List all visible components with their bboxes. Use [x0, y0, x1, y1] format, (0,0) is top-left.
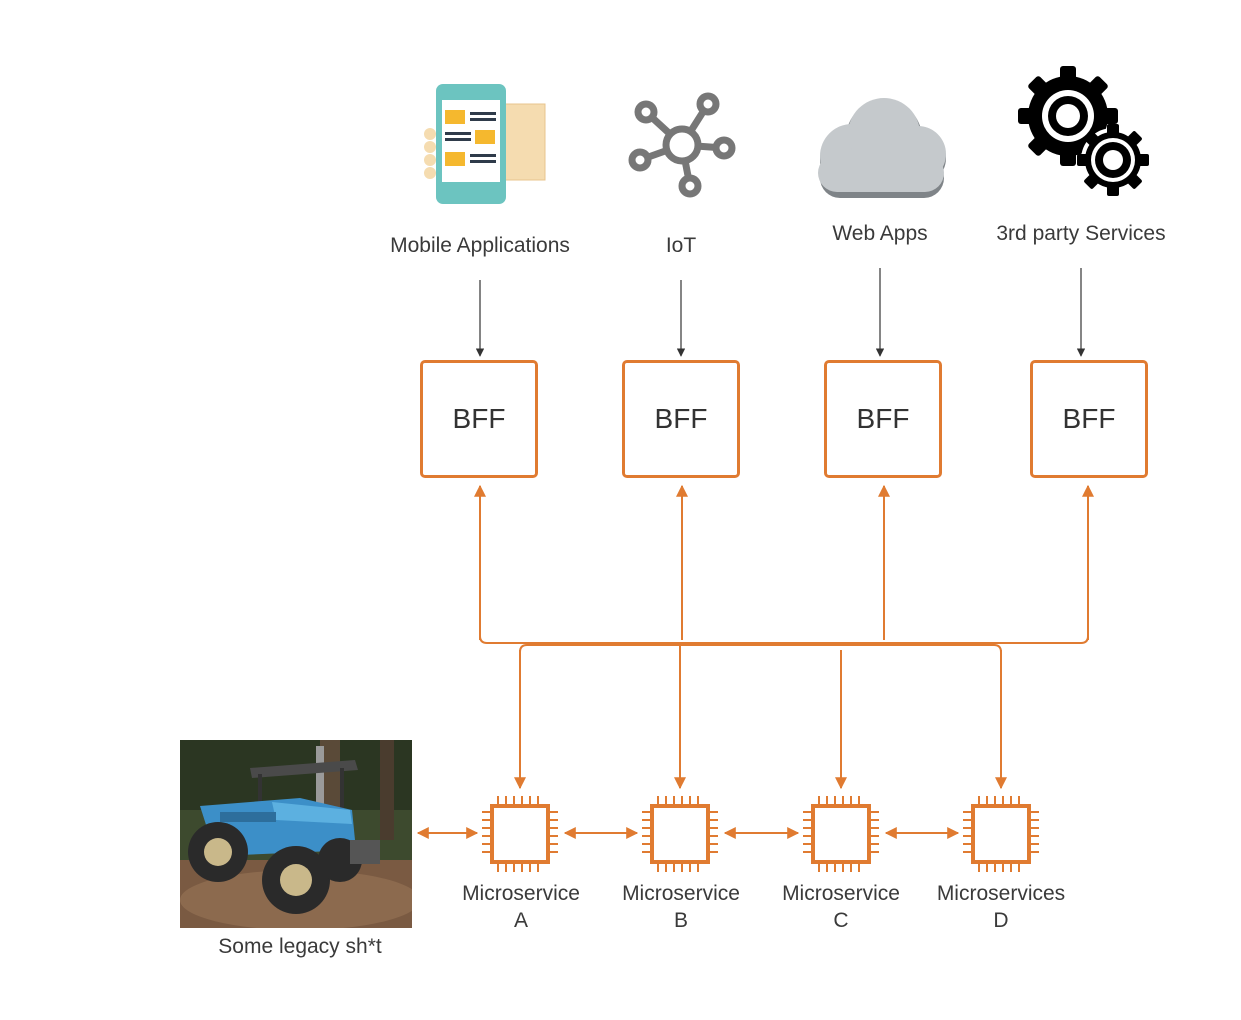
client-label-iot: IoT [665, 234, 697, 257]
bff-box-3rdparty: BFF [1030, 360, 1148, 478]
mobile-app-icon [424, 84, 546, 204]
microservice-d-name: Microservices [936, 882, 1066, 905]
microservice-d-label: Microservices D [921, 880, 1081, 934]
microservice-b-name: Microservice [622, 882, 740, 905]
microservice-c-name: Microservice [782, 882, 900, 905]
microservice-c-label: Microservice C [761, 880, 921, 934]
microservice-a-letter: A [513, 909, 528, 932]
microservice-d-letter: D [993, 909, 1009, 932]
client-label-3rdparty: 3rd party Services [996, 222, 1166, 245]
bff-box-iot: BFF [622, 360, 740, 478]
microservice-b-label: Microservice B [601, 880, 761, 934]
tractor-photo [180, 740, 412, 928]
lower-bus [519, 644, 1002, 653]
upper-bus [479, 635, 1089, 644]
bff-box-web: BFF [824, 360, 942, 478]
cloud-icon [818, 98, 946, 198]
microservice-c-chip-icon [803, 796, 879, 872]
microservice-d-chip-icon [963, 796, 1039, 872]
client-label-web: Web Apps [832, 222, 928, 245]
gears-icon [1018, 66, 1149, 196]
bff-box-mobile: BFF [420, 360, 538, 478]
microservice-a-name: Microservice [462, 882, 580, 905]
client-label-mobile: Mobile Applications [390, 234, 570, 257]
microservice-b-letter: B [673, 909, 688, 932]
microservice-a-chip-icon [482, 796, 558, 872]
microservice-a-label: Microservice A [441, 880, 601, 934]
microservice-c-letter: C [833, 909, 849, 932]
microservice-b-chip-icon [642, 796, 718, 872]
legacy-label: Some legacy sh*t [218, 935, 382, 958]
iot-network-icon [628, 92, 736, 198]
